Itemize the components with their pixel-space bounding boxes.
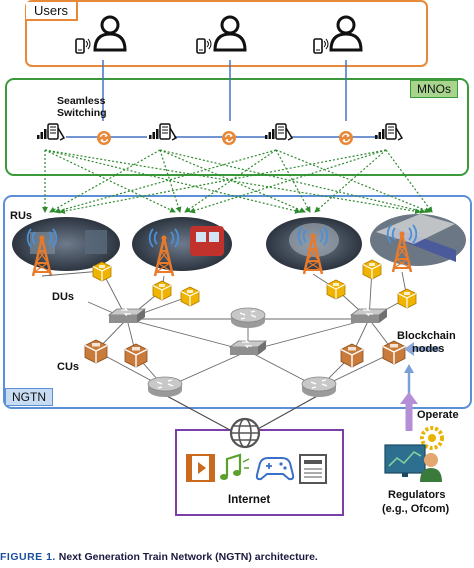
gamepad-icon — [255, 457, 295, 481]
ngtn-label: NGTN — [5, 388, 53, 406]
sync-icon — [221, 130, 237, 146]
sync-icon — [338, 130, 354, 146]
cube-icon — [326, 279, 346, 300]
ru-tile — [370, 214, 466, 266]
user-links — [102, 60, 347, 121]
operate-arrow — [400, 364, 418, 431]
switch-icon — [229, 339, 267, 356]
cube-icon — [92, 261, 112, 282]
mnos-box — [5, 78, 469, 176]
cube-icon — [382, 340, 406, 365]
rus-label: RUs — [10, 210, 33, 222]
regulator-icon — [384, 426, 444, 482]
cube-icon — [362, 259, 382, 280]
blockchain-arrow — [404, 342, 440, 356]
figure-title: Next Generation Train Network (NGTN) arc… — [58, 551, 318, 563]
seamless-label: Seamless — [57, 95, 106, 107]
mnos-label: MNOs — [410, 80, 458, 98]
cus-label: CUs — [57, 361, 80, 373]
cube-icon — [340, 343, 364, 368]
router-icon — [147, 376, 183, 398]
blockchain-label: Blockchain — [397, 330, 456, 342]
switch-icon — [108, 307, 146, 324]
internet-label: Internet — [228, 494, 271, 506]
figure-number: FIGURE 1. — [0, 551, 56, 563]
news-icon — [299, 454, 327, 484]
sync-icon — [96, 130, 112, 146]
switching-label: Switching — [57, 107, 107, 119]
router-icon — [230, 307, 266, 329]
ru-tile — [132, 217, 232, 271]
internet-links — [164, 394, 320, 431]
music-icon — [220, 453, 250, 480]
video-icon — [186, 454, 215, 482]
dus-label: DUs — [52, 291, 75, 303]
ru-tile — [12, 217, 120, 271]
cube-icon — [84, 339, 108, 364]
globe-icon — [229, 417, 261, 449]
mno-ru-links — [42, 149, 433, 215]
users-label: Users — [26, 2, 78, 21]
cube-icon — [397, 288, 417, 309]
regulators-example: (e.g., Ofcom) — [382, 503, 450, 515]
switch-icon — [350, 307, 388, 324]
router-icon — [301, 376, 337, 398]
cube-icon — [152, 280, 172, 301]
figure-caption: FIGURE 1. Next Generation Train Network … — [0, 551, 474, 563]
cube-icon — [124, 343, 148, 368]
operate-label: Operate — [417, 409, 459, 421]
cube-icon — [180, 286, 200, 307]
nodes-label: nodes — [412, 343, 445, 355]
regulators-label: Regulators — [388, 489, 446, 501]
